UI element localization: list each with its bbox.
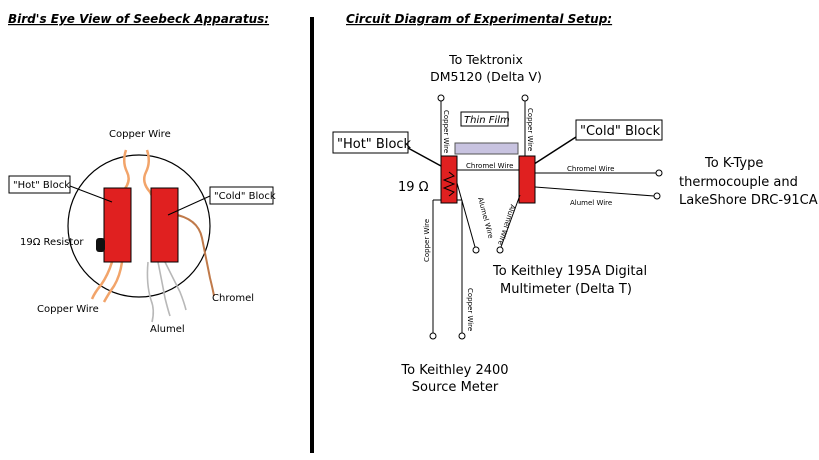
thin-film-label: Thin Film <box>464 115 510 126</box>
alumel-label: Alumel <box>150 324 185 335</box>
hot-block-circuit-label: "Hot" Block <box>337 137 412 152</box>
keithley195-line1: To Keithley 195A Digital <box>492 264 647 279</box>
tektronix-line2: DM5120 (Delta V) <box>430 69 542 84</box>
alumel-wire-hot <box>456 182 476 248</box>
keithley195-terminals <box>472 246 504 254</box>
cold-block-circuit-label: "Cold" Block <box>580 124 661 139</box>
chromel-wire <box>171 213 215 297</box>
keithley2400-line2: Source Meter <box>412 380 499 395</box>
tektronix-leads <box>440 101 526 157</box>
circuit-title: Circuit Diagram of Experimental Setup: <box>346 12 612 26</box>
ktype-line1: To K-Type <box>704 156 763 171</box>
copper-wire-bottom-1-label: Copper Wire <box>423 219 431 262</box>
keithley2400-terminals <box>429 332 466 340</box>
copper-wires-bottom <box>90 261 124 303</box>
chromel-label: Chromel <box>212 293 254 304</box>
hot-block-leader <box>69 185 113 203</box>
alumel-wire-cold <box>500 194 521 248</box>
cold-block-label-box <box>209 186 274 205</box>
cold-block-circuit <box>518 155 536 204</box>
hot-block-circuit-leader <box>407 147 442 167</box>
copper-wire-top-label: Copper Wire <box>109 129 171 140</box>
tektronix-terminals <box>437 94 529 102</box>
tektronix-line1: To Tektronix <box>448 52 523 67</box>
cold-block-label: "Cold" Block <box>214 191 276 202</box>
resistor-symbol <box>442 171 456 197</box>
cold-block-topview <box>150 187 179 263</box>
thin-film-label-box <box>460 111 509 127</box>
apparatus-housing-circle <box>67 154 211 298</box>
cold-block-circuit-label-box <box>575 119 663 141</box>
copper-wire-bottom-label: Copper Wire <box>37 304 99 315</box>
cold-block-circuit-leader <box>530 136 577 167</box>
copper-wire-bottom-2-label: Copper Wire <box>466 288 474 331</box>
copper-wire-top-hot-label: Copper Wire <box>442 110 450 153</box>
hot-block-label: "Hot" Block <box>13 180 70 191</box>
alumel-wire-hot-label: Alumel Wire <box>476 196 495 239</box>
resistance-label: 19 Ω <box>398 180 429 195</box>
alumel-wire-right-label: Alumel Wire <box>570 199 612 207</box>
birds-eye-title: Bird's Eye View of Seebeck Apparatus: <box>8 12 269 26</box>
ktype-line2: thermocouple and <box>679 175 798 190</box>
alumel-wire-cold-label: Alumel Wire <box>496 203 517 246</box>
keithley2400-line1: To Keithley 2400 <box>400 363 508 378</box>
alumel-wires <box>146 261 187 323</box>
hot-block-topview <box>103 187 132 263</box>
ktype-terminals <box>653 169 663 200</box>
resistor-shape <box>96 238 105 252</box>
resistor-label: 19Ω Resistor <box>20 237 84 248</box>
copper-wire-top-cold-label: Copper Wire <box>526 108 534 151</box>
hot-block-label-box <box>8 175 71 194</box>
keithley195-line2: Multimeter (Delta T) <box>500 282 632 297</box>
thin-film <box>454 142 519 155</box>
ktype-line3: LakeShore DRC-91CA <box>679 193 818 208</box>
cold-block-leader <box>167 195 211 216</box>
hot-block-circuit-label-box <box>332 131 409 154</box>
chromel-wire-mid-label: Chromel Wire <box>466 162 513 170</box>
chromel-wire-right-label: Chromel Wire <box>567 165 614 173</box>
alumel-wire-to-ktype <box>534 186 655 197</box>
